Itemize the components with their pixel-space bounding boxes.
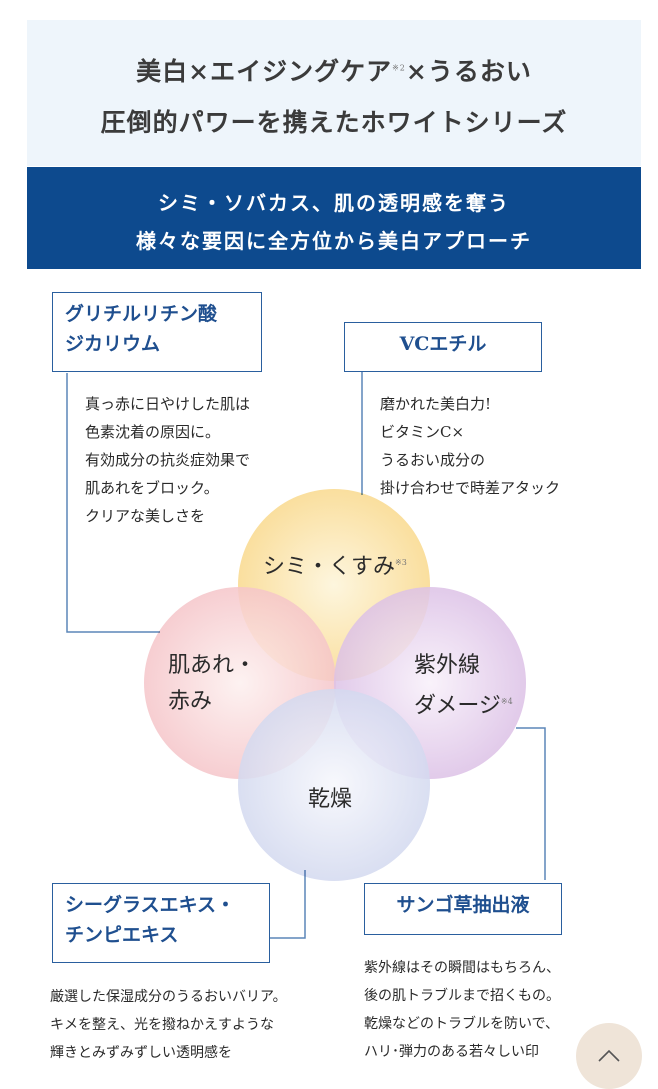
ingredient-desc-2: 磨かれた美白力! ビタミンC× うるおい成分の 掛け合わせで時差アタック [380, 395, 561, 497]
banner-line-1: シミ・ソバカス、肌の透明感を奪う [158, 191, 510, 215]
ingredient-label-3: シーグラスエキス・ チンピエキス [52, 883, 270, 963]
connector-line-3 [516, 727, 546, 880]
ingredient-desc-4: 紫外線はその瞬間はもちろん、 後の肌トラブルまで招くもの。 乾燥などのトラブルを… [364, 960, 560, 1060]
connector-line-4 [270, 870, 306, 939]
circle-label-uv: 紫外線 ダメージ※4 [414, 653, 513, 719]
ingredient-label-2: VCエチル [344, 322, 542, 372]
ingredient-desc-1: 真っ赤に日やけした肌は 色素沈着の原因に。 有効成分の抗炎症効果で 肌あれをブロ… [85, 395, 251, 525]
approach-banner: シミ・ソバカス、肌の透明感を奪う 様々な要因に全方位から美白アプローチ [27, 167, 641, 269]
circle-label-dryness: 乾燥 [308, 787, 353, 812]
circle-label-redness: 肌あれ・ 赤み [168, 653, 257, 714]
header-panel [27, 20, 641, 166]
circle-label-spots: シミ・くすみ※3 [263, 554, 407, 580]
headline-line-1: 美白×エイジングケア※2×うるおい [136, 57, 532, 86]
scroll-top-button[interactable] [576, 1023, 642, 1089]
headline-line-2: 圧倒的パワーを携えたホワイトシリーズ [100, 108, 568, 137]
footnote-mark: ※2 [392, 63, 406, 73]
ingredient-desc-3: 厳選した保湿成分のうるおいバリア。 キメを整え、光を撥ねかえすような 輝きとみず… [50, 989, 287, 1061]
connector-line-1 [66, 373, 160, 633]
ingredient-label-1: グリチルリチン酸 ジカリウム [52, 292, 262, 372]
chevron-up-icon [598, 1049, 620, 1062]
ingredient-label-4: サンゴ草抽出液 [364, 883, 562, 935]
circle-dryness [238, 689, 430, 881]
banner-line-2: 様々な要因に全方位から美白アプローチ [136, 229, 532, 253]
